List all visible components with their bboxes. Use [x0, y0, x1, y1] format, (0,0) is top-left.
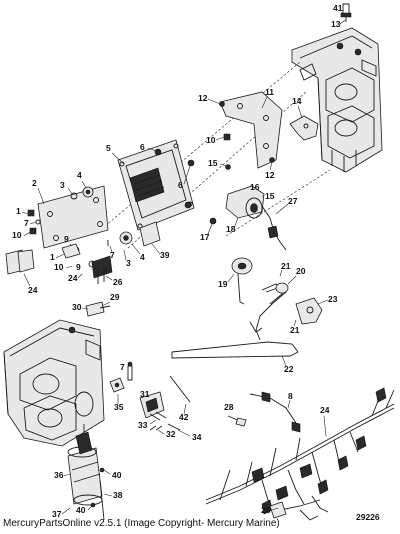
hose-22	[171, 282, 299, 359]
grommet-4b	[119, 231, 133, 245]
callout-9: 9	[64, 234, 69, 244]
callout-35: 35	[114, 402, 124, 412]
callout-37: 37	[52, 509, 62, 519]
callout-3: 3	[126, 258, 131, 268]
rod-42	[169, 375, 191, 403]
copyright-footer: MercuryPartsOnline v2.5.1 (Image Copyrig…	[3, 518, 280, 529]
callout-34: 34	[192, 432, 202, 442]
callout-12: 12	[198, 93, 208, 103]
callout-4: 4	[140, 252, 145, 262]
callout-26: 26	[113, 277, 123, 287]
callout-40: 40	[76, 505, 86, 515]
callout-1: 1	[50, 252, 55, 262]
coil-19	[231, 257, 253, 305]
bolt-41	[340, 3, 352, 22]
sensor-7	[127, 361, 133, 381]
callout-10: 10	[206, 135, 216, 145]
callout-2: 2	[32, 178, 37, 188]
callout-6: 6	[178, 180, 183, 190]
callout-24: 24	[68, 273, 78, 283]
callout-1: 1	[16, 206, 21, 216]
harness-branch-8	[249, 391, 301, 433]
cylinder-block-upper	[291, 27, 383, 173]
callout-21: 21	[290, 325, 300, 335]
switch-assembly-31	[139, 391, 167, 421]
callout-39: 39	[160, 250, 170, 260]
callout-21: 21	[281, 261, 291, 271]
callout-23: 23	[328, 294, 338, 304]
callout-40: 40	[112, 470, 122, 480]
callout-12: 12	[265, 170, 275, 180]
bracket-14	[289, 115, 319, 141]
callout-10: 10	[54, 262, 64, 272]
sensor-bracket-16	[225, 185, 265, 219]
drawing-number: 29226	[356, 512, 380, 522]
callout-30: 30	[72, 302, 82, 312]
callout-19: 19	[218, 279, 228, 289]
sensor-lead-27	[261, 205, 287, 251]
callout-13: 13	[331, 19, 341, 29]
wiring-harness-24	[205, 387, 395, 521]
callout-7: 7	[24, 218, 29, 228]
ecu-module-5	[117, 139, 195, 231]
harness-clip-1	[61, 243, 81, 259]
callout-10: 10	[12, 230, 22, 240]
callout-18: 18	[226, 224, 236, 234]
callout-36: 36	[54, 470, 64, 480]
tie-28	[227, 415, 247, 427]
callout-22: 22	[284, 364, 294, 374]
callout-38: 38	[113, 490, 123, 500]
callout-11: 11	[265, 87, 274, 97]
relay-39	[139, 221, 161, 247]
callout-7: 7	[110, 250, 115, 260]
callout-41: 41	[333, 3, 343, 13]
callout-32: 32	[166, 429, 176, 439]
callout-24: 24	[28, 285, 38, 295]
callout-4: 4	[77, 170, 82, 180]
strap-38	[99, 479, 105, 521]
callout-17: 17	[200, 232, 210, 242]
mounting-plate-2	[37, 185, 109, 249]
callout-31: 31	[140, 389, 150, 399]
callout-15: 15	[208, 158, 218, 168]
callout-29: 29	[110, 292, 120, 302]
callout-28: 28	[224, 402, 234, 412]
connector-block-26	[91, 255, 113, 284]
callout-25: 25	[261, 505, 271, 515]
callout-16: 16	[250, 182, 260, 192]
bracket-23	[295, 297, 323, 325]
callout-15: 15	[265, 191, 275, 201]
wire-clamp-24	[5, 249, 35, 275]
callout-6: 6	[140, 142, 145, 152]
starter-motor-36	[67, 424, 103, 506]
callout-27: 27	[288, 196, 298, 206]
callout-20: 20	[296, 266, 306, 276]
grommet-4a	[82, 186, 94, 198]
callout-8: 8	[288, 391, 293, 401]
callout-5: 5	[106, 143, 111, 153]
callout-33: 33	[138, 420, 148, 430]
callout-24: 24	[320, 405, 330, 415]
cylinder-block-lower	[3, 319, 105, 447]
callout-14: 14	[292, 96, 302, 106]
callout-42: 42	[179, 412, 189, 422]
callout-3: 3	[60, 180, 65, 190]
callout-7: 7	[120, 362, 125, 372]
callout-9: 9	[76, 262, 81, 272]
fitting-29	[85, 301, 111, 317]
sensor-35	[109, 377, 125, 393]
mounting-bracket-11	[219, 91, 283, 169]
